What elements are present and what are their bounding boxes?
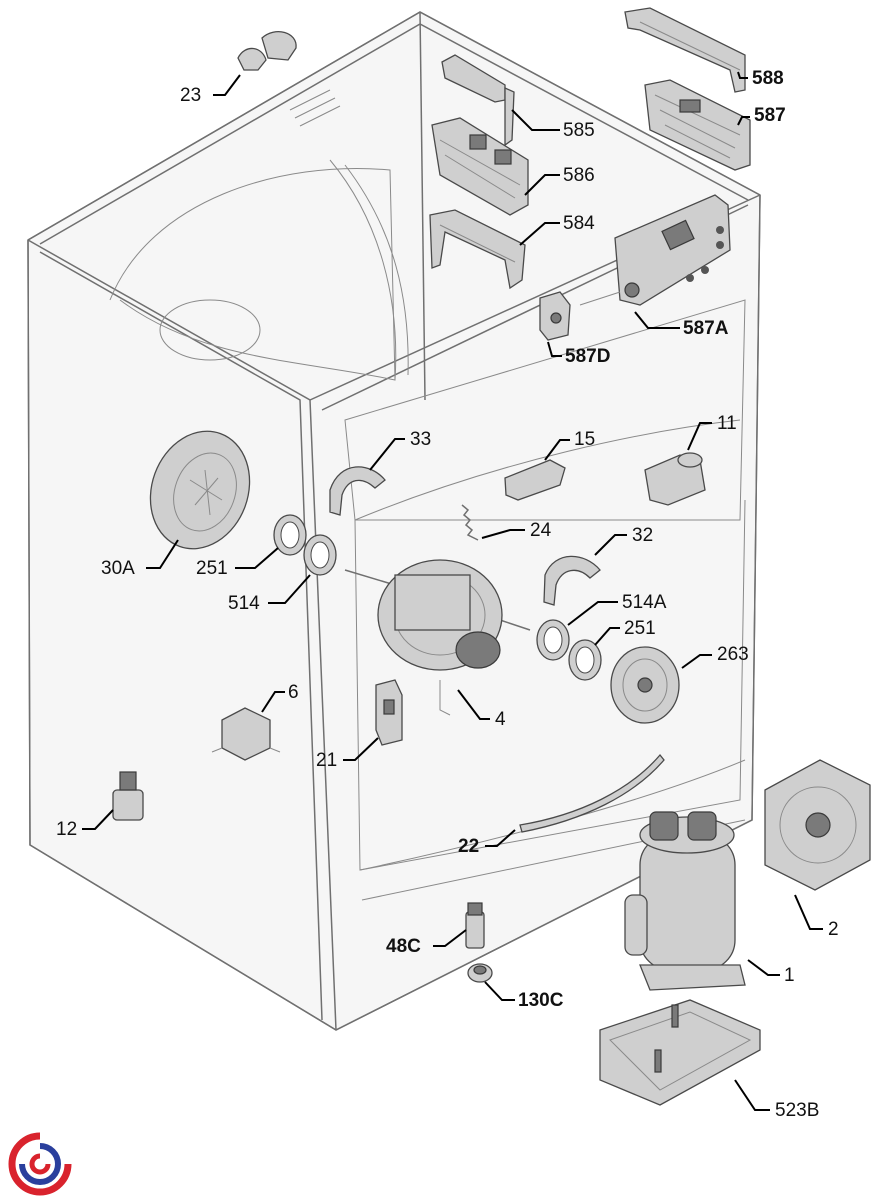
callout-584: 584: [563, 213, 595, 234]
part-1-compressor: [624, 811, 746, 991]
callout-21: 21: [316, 750, 338, 771]
part-251-ring-left: [273, 514, 307, 556]
callout-588: 588: [752, 68, 784, 89]
callout-4: 4: [495, 709, 506, 730]
part-4-motor: [344, 559, 531, 716]
callout-30A: 30A: [101, 558, 135, 579]
callout-15: 15: [574, 429, 596, 450]
part-585-bracket: [441, 54, 515, 147]
part-587-control-board: [644, 79, 751, 171]
callout-514: 514: [228, 593, 260, 614]
part-586-module: [431, 117, 529, 216]
callout-32: 32: [632, 525, 654, 546]
callout-12: 12: [56, 819, 78, 840]
part-23-clip: [237, 31, 297, 71]
part-6-solenoid: [211, 707, 281, 761]
part-32-bracket: [543, 555, 601, 606]
callout-263: 263: [717, 644, 749, 665]
callout-1: 1: [784, 965, 795, 986]
callout-22: 22: [458, 836, 480, 857]
part-587A-board: [579, 194, 731, 306]
callout-6: 6: [288, 682, 299, 703]
callout-33: 33: [410, 429, 432, 450]
brand-logo-icon: [8, 1132, 72, 1196]
part-15-switch: [504, 459, 566, 501]
part-587D-sensor: [539, 291, 571, 341]
part-11-capacitor: [644, 452, 706, 506]
part-12-sensor: [112, 771, 144, 821]
callout-586: 586: [563, 165, 595, 186]
callout-587D: 587D: [565, 346, 611, 367]
part-523B-base-plate: [599, 999, 761, 1106]
callout-587: 587: [754, 105, 786, 126]
callout-23: 23: [180, 85, 202, 106]
part-21-switch: [375, 679, 403, 746]
callout-514A: 514A: [622, 592, 667, 613]
callout-2: 2: [828, 919, 839, 940]
callout-251-right: 251: [624, 618, 656, 639]
cabinet-body: [27, 11, 761, 1031]
part-514-seal-left: [303, 534, 337, 576]
part-251-ring-right: [568, 639, 602, 681]
part-33-bracket: [329, 466, 386, 516]
part-584-holder: [429, 209, 526, 290]
part-514A-seal-right: [536, 619, 570, 661]
part-48C-sensor: [465, 902, 485, 949]
part-588-cover: [624, 7, 746, 93]
callout-24: 24: [530, 520, 552, 541]
part-22-strip: [519, 753, 665, 833]
part-2-cooling-fan: [764, 759, 871, 891]
callout-11: 11: [717, 413, 737, 434]
part-130C-grommet: [467, 963, 493, 983]
callout-585: 585: [563, 120, 595, 141]
callout-48C: 48C: [386, 936, 421, 957]
callout-251-left: 251: [196, 558, 228, 579]
part-30A-fan-wheel: [149, 430, 251, 550]
leader-lines: [82, 71, 823, 1111]
callout-523B: 523B: [775, 1100, 820, 1121]
callout-587A: 587A: [683, 318, 729, 339]
callout-130C: 130C: [518, 990, 564, 1011]
part-263-pulley: [610, 646, 680, 724]
part-24-spring: [461, 504, 479, 541]
